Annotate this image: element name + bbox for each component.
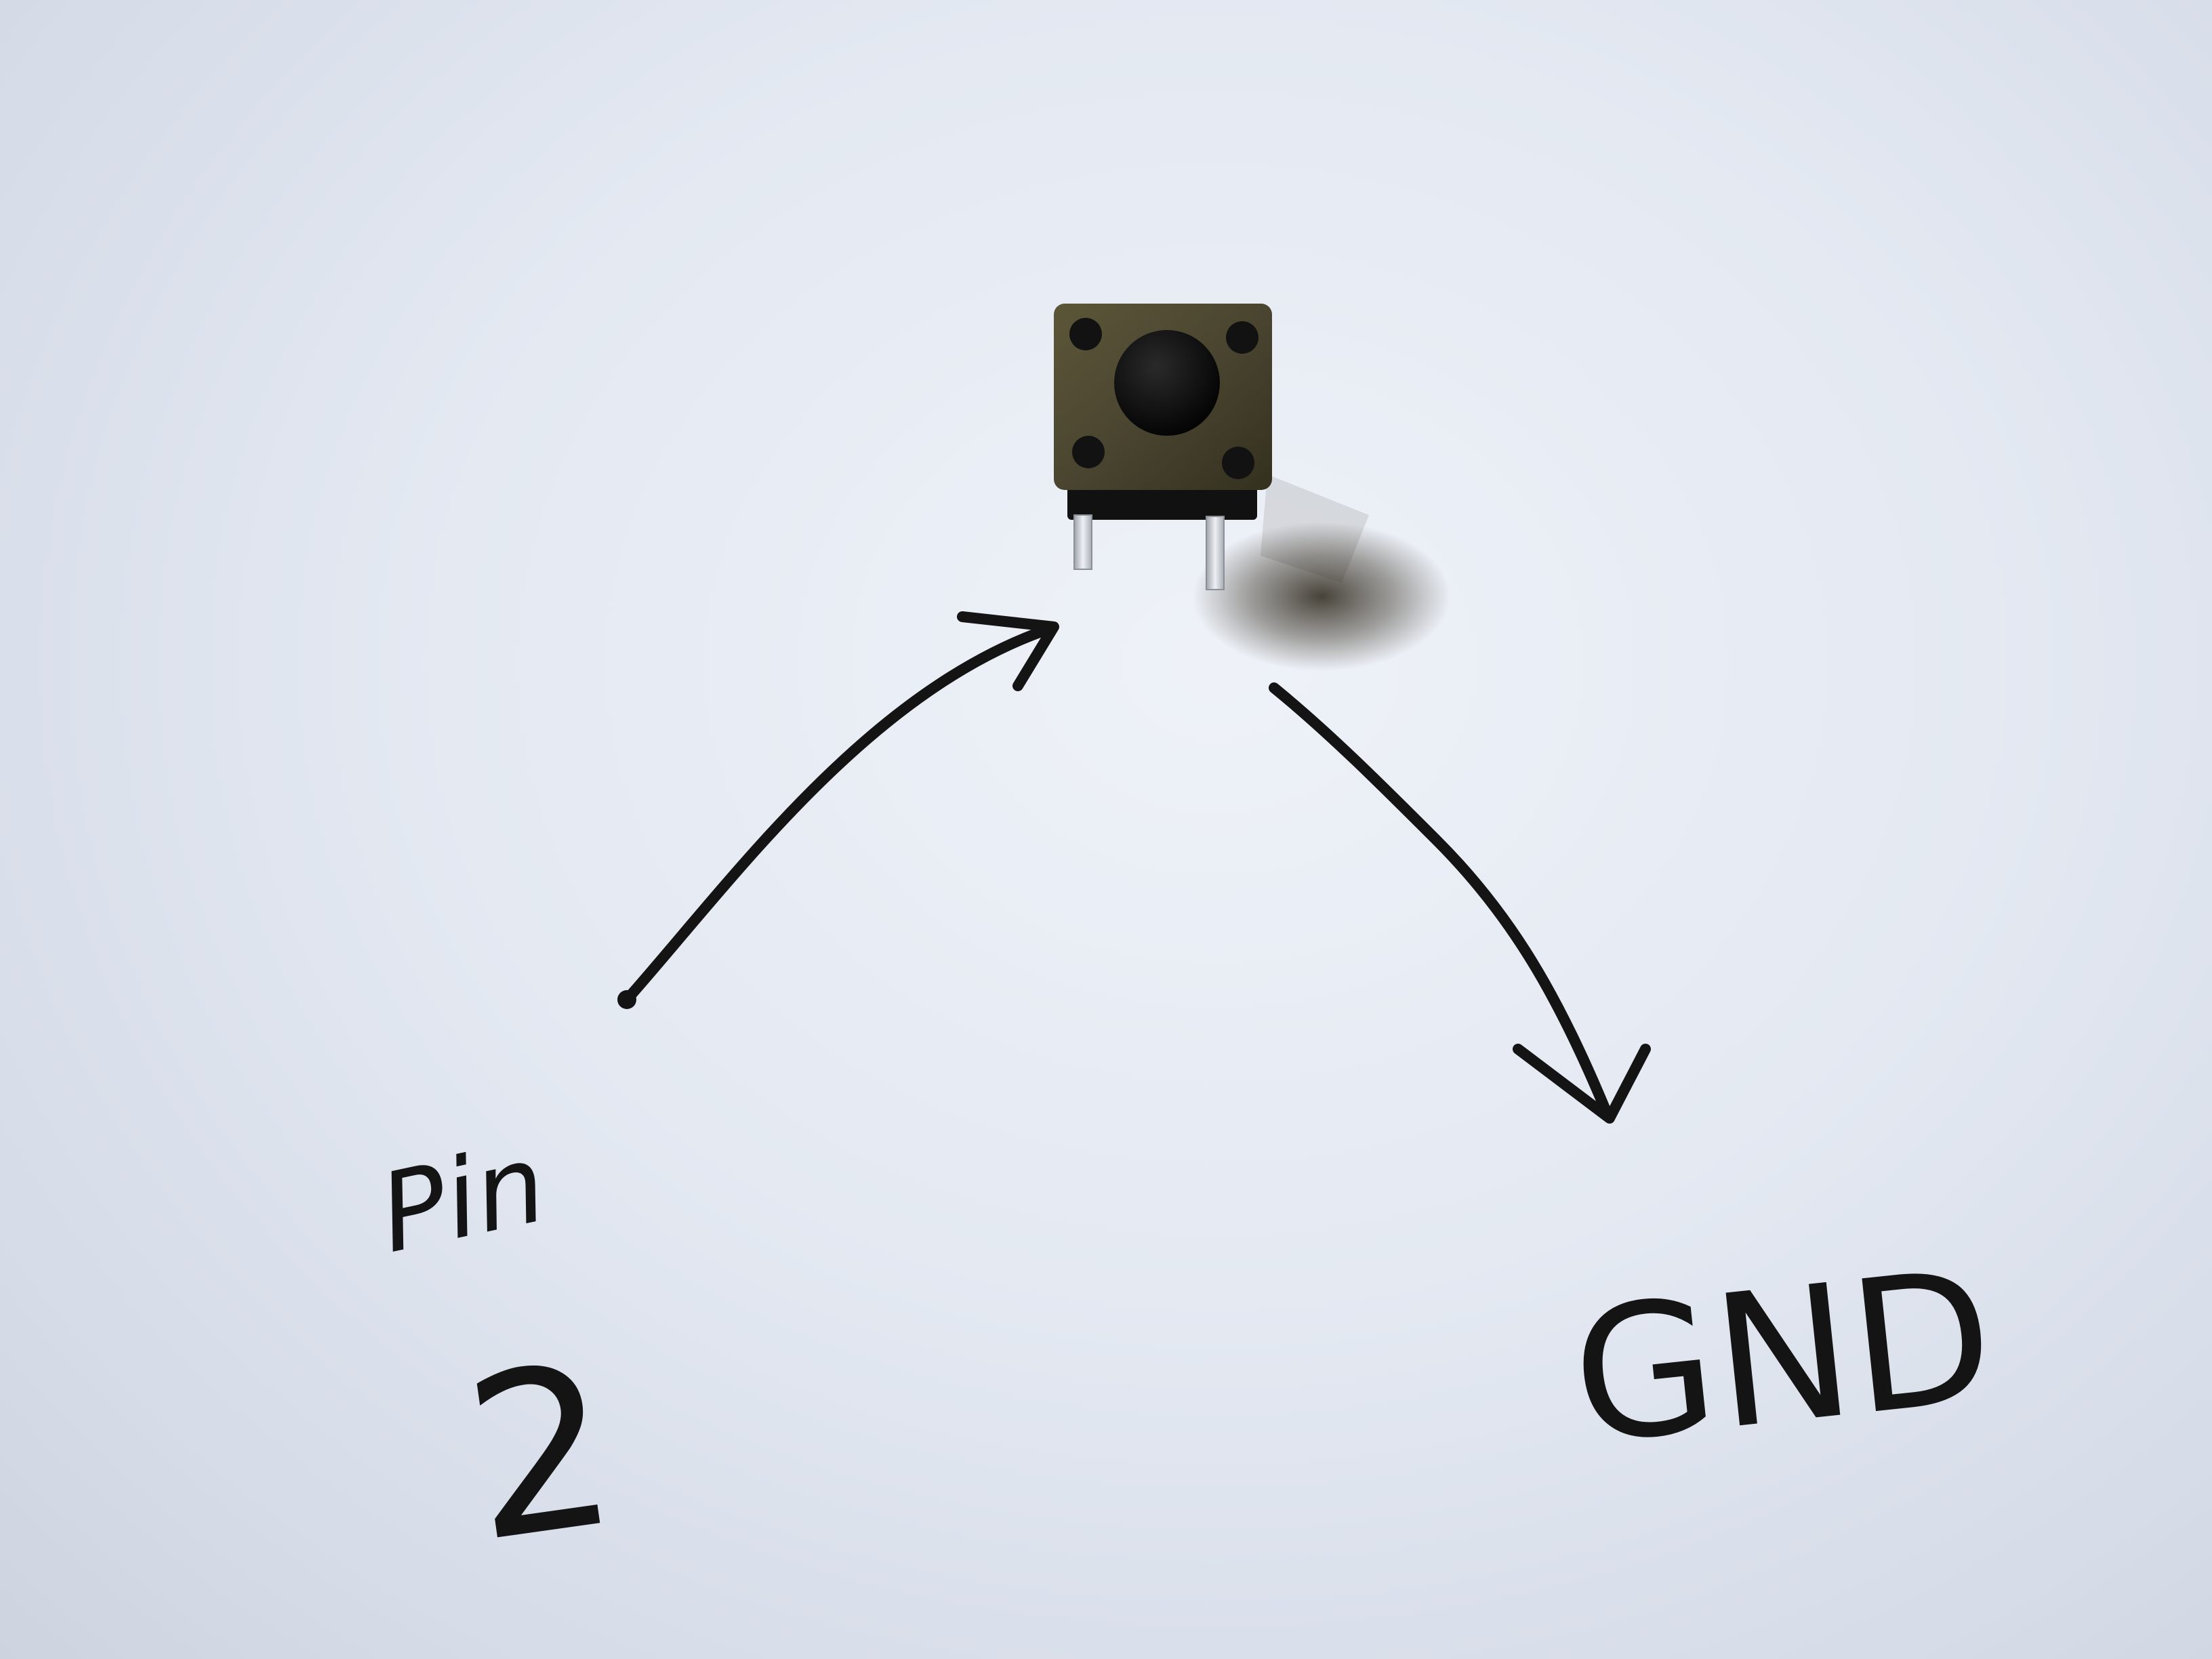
button-corner-dot xyxy=(1222,447,1254,479)
arrow-to-pin-line xyxy=(621,623,1054,1005)
pin-number-label: 2 xyxy=(452,1315,629,1592)
arrow-to-gnd-line xyxy=(1269,682,1613,1120)
button-corner-dot xyxy=(1226,321,1258,354)
button-leg-right xyxy=(1206,516,1225,590)
arrow-to-pin-head xyxy=(957,611,1059,691)
arrow-to-gnd xyxy=(1269,682,1651,1124)
push-button xyxy=(1054,304,1272,590)
button-leg-left xyxy=(1073,514,1092,570)
pin-label: Pin xyxy=(369,1120,556,1277)
button-corner-dot xyxy=(1072,436,1105,468)
gnd-label: GND xyxy=(1563,1229,2003,1486)
button-plunger xyxy=(1114,330,1220,436)
arrow-start-dot xyxy=(617,990,636,1009)
shadow-streak xyxy=(1261,474,1369,583)
button-corner-dot xyxy=(1069,318,1102,350)
arrow-to-gnd-head xyxy=(1513,1044,1651,1124)
button-base xyxy=(1067,485,1257,520)
arrow-to-pin xyxy=(617,611,1059,1009)
button-shadow xyxy=(1193,522,1450,671)
